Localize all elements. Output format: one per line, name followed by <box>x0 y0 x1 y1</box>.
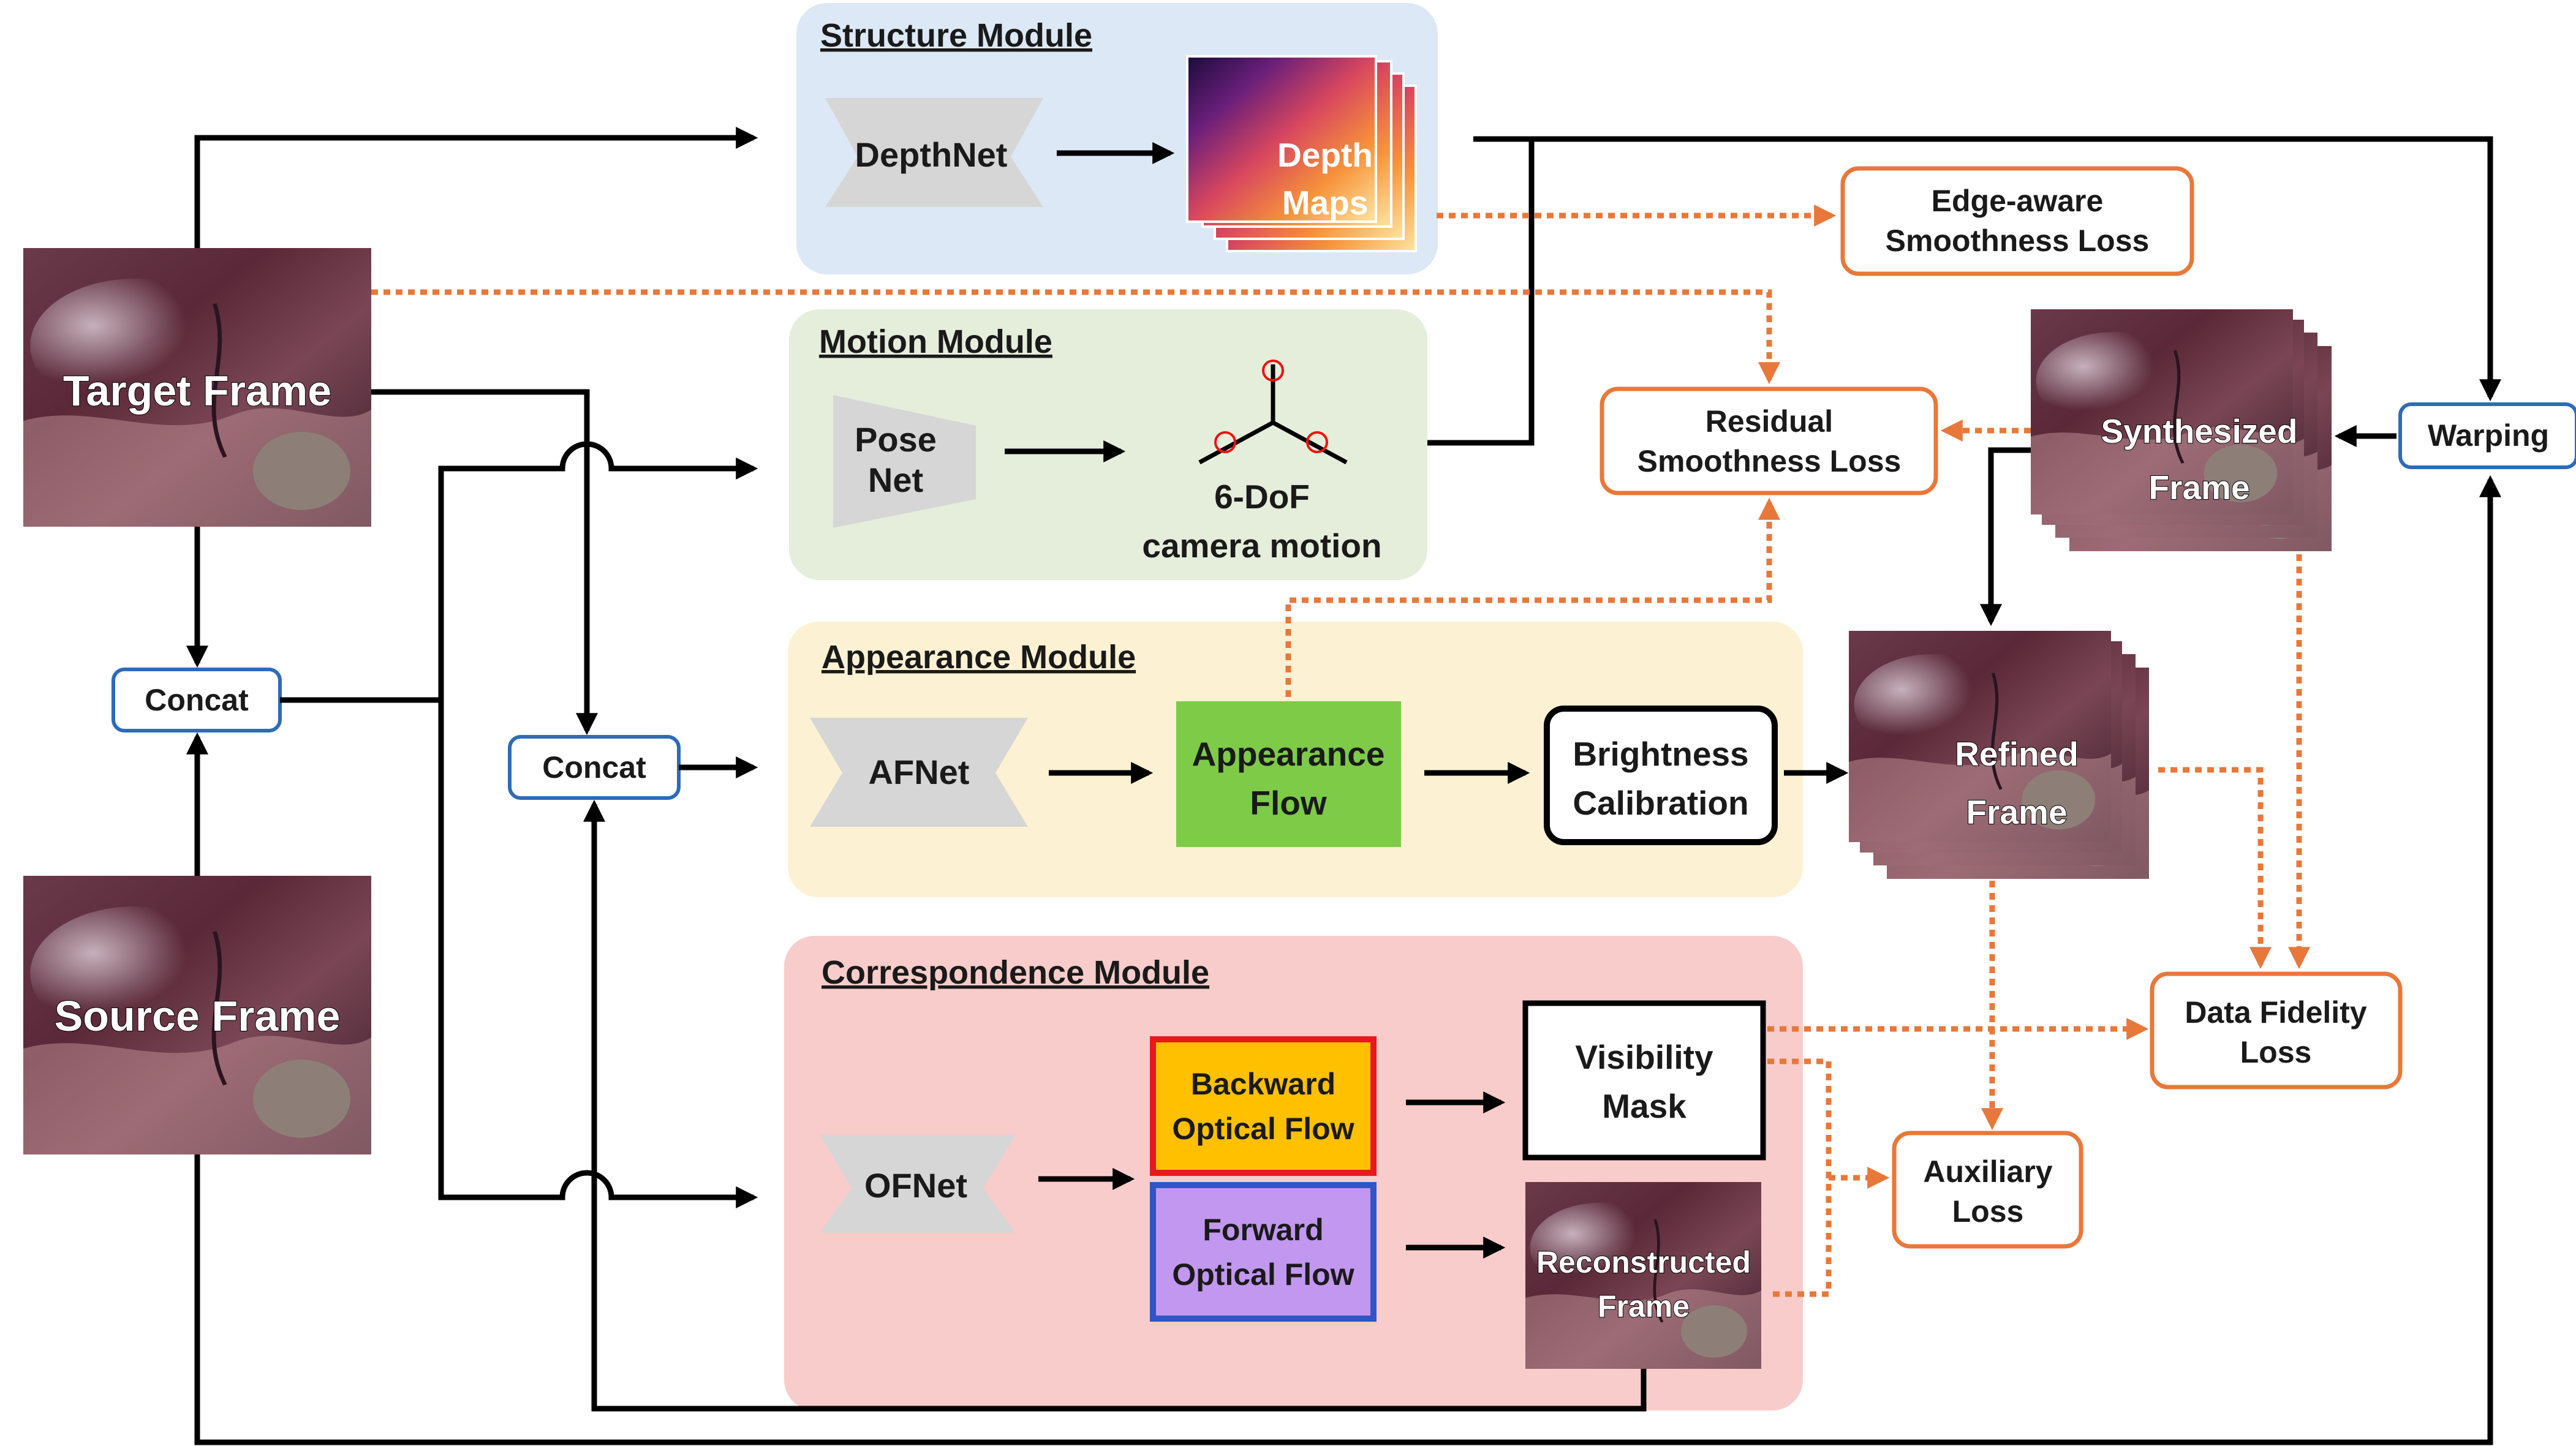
edge-aware-smoothness-loss-box <box>1840 166 2194 276</box>
source-frame-label: Source Frame <box>55 992 341 1040</box>
camera-motion-label-1: 6-DoF <box>1214 478 1310 516</box>
forward-optical-flow-label-1: Forward <box>1203 1213 1323 1247</box>
backward-optical-flow-box <box>1150 1036 1377 1176</box>
auxiliary-loss-label-1: Auxiliary <box>1923 1154 2052 1189</box>
edge-motion-row-to-posenet <box>438 441 758 698</box>
backward-optical-flow-label-1: Backward <box>1191 1067 1335 1101</box>
edge-refined-to-fidelity <box>2158 767 2272 970</box>
appearance-flow-box <box>1176 701 1401 847</box>
afnet-shape <box>810 718 1028 827</box>
warping-label: Warping <box>2428 418 2549 453</box>
brightness-calibration-label-2: Calibration <box>1573 784 1748 822</box>
posenet-label-2: Net <box>868 461 923 499</box>
forward-optical-flow-label-2: Optical Flow <box>1172 1257 1354 1292</box>
concat-mid-label: Concat <box>542 750 646 785</box>
afnet-label: AFNet <box>869 753 970 791</box>
edge-aware-smoothness-loss-label-1: Edge-aware <box>1932 184 2104 218</box>
residual-smoothness-loss-box <box>1600 386 1938 495</box>
target-frame-label: Target Frame <box>63 367 331 415</box>
appearance-flow-label-1: Appearance <box>1192 735 1385 773</box>
edge-flow-to-residual-loss <box>1285 497 1780 697</box>
depth-maps-label-1: Depth <box>1277 136 1373 174</box>
edge-reconstructed-to-concat-mid <box>583 799 1647 1412</box>
edge-aware-smoothness-loss-label-2: Smoothness Loss <box>1886 224 2150 258</box>
edge-depth-to-warping <box>1473 136 2501 402</box>
appearance-module-title: Appearance Module <box>822 639 1136 676</box>
backward-optical-flow-label-2: Optical Flow <box>1172 1112 1354 1146</box>
edge-target-to-residual-loss <box>371 289 1780 385</box>
data-fidelity-loss-label-2: Loss <box>2240 1035 2312 1069</box>
data-fidelity-loss-box <box>2150 971 2403 1090</box>
auxiliary-loss-label-2: Loss <box>1952 1194 2024 1229</box>
visibility-mask-label-2: Mask <box>1602 1087 1686 1125</box>
ofnet-shape <box>820 1135 1016 1233</box>
camera-motion-icon <box>1198 360 1348 465</box>
edge-target-to-posenet <box>371 389 598 736</box>
depthnet-shape <box>825 98 1043 207</box>
residual-smoothness-loss-label-1: Residual <box>1705 404 1833 439</box>
edge-concat-left-bus <box>280 697 758 1208</box>
edge-target-to-depthnet <box>194 127 758 248</box>
warping-box <box>2398 402 2576 469</box>
depthnet-label: DepthNet <box>855 135 1008 174</box>
camera-motion-label-2: camera motion <box>1142 527 1381 565</box>
depth-maps-label-2: Maps <box>1282 184 1369 222</box>
motion-module-title: Motion Module <box>819 323 1052 360</box>
visibility-mask-label-1: Visibility <box>1575 1038 1713 1076</box>
synthesized-frame-label-2: Frame <box>2148 469 2249 506</box>
reconstructed-frame-label-2: Frame <box>1598 1289 1690 1324</box>
edge-source-to-warping <box>194 475 2501 1445</box>
appearance-flow-label-2: Flow <box>1250 784 1326 822</box>
structure-module-title: Structure Module <box>820 17 1092 54</box>
posenet-shape <box>833 395 976 528</box>
reconstructed-frame-label-1: Reconstructed <box>1536 1245 1751 1279</box>
forward-optical-flow-box <box>1150 1182 1377 1322</box>
visibility-mask-box <box>1522 1000 1766 1161</box>
concat-left-label: Concat <box>145 683 249 717</box>
correspondence-module-title: Correspondence Module <box>822 954 1209 991</box>
refined-frame-label-1: Refined <box>1955 735 2079 773</box>
edge-camera-motion-to-warping <box>1427 139 1535 446</box>
refined-frame-label-2: Frame <box>1966 793 2067 831</box>
posenet-label-1: Pose <box>855 420 937 459</box>
data-fidelity-loss-label-1: Data Fidelity <box>2185 995 2366 1030</box>
brightness-calibration-box <box>1544 706 1778 845</box>
residual-smoothness-loss-label-2: Smoothness Loss <box>1637 444 1902 478</box>
edge-synthesized-to-refined <box>1980 447 2031 627</box>
synthesized-frame-label-1: Synthesized <box>2101 412 2298 450</box>
brightness-calibration-label-1: Brightness <box>1573 735 1748 773</box>
ofnet-label: OFNet <box>864 1166 967 1205</box>
auxiliary-loss-box <box>1892 1131 2083 1249</box>
depth-map <box>1186 55 1377 223</box>
